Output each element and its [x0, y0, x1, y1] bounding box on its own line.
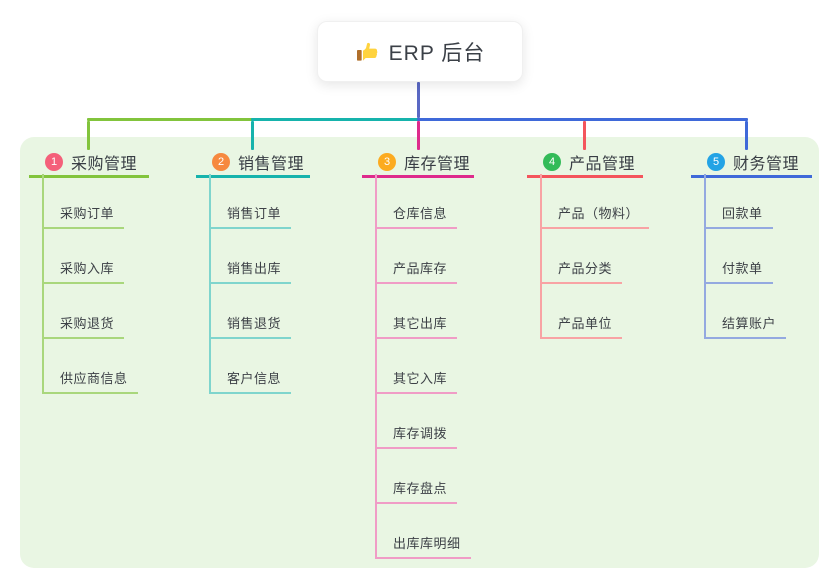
- child-topic[interactable]: 库存调拨: [377, 423, 458, 449]
- branch-title-1[interactable]: 1 采购管理: [29, 148, 149, 178]
- branch-number-badge: 3: [378, 152, 396, 171]
- child-row: 产品分类: [542, 229, 649, 284]
- branch-drop-line: [87, 121, 90, 150]
- child-topic[interactable]: 付款单: [706, 258, 773, 284]
- branch-drop-line: [251, 121, 254, 150]
- child-topic[interactable]: 产品库存: [377, 258, 458, 284]
- bus-line-blue: [417, 118, 748, 121]
- branch-drop-line: [745, 121, 748, 150]
- branch-label: 产品管理: [569, 155, 636, 173]
- child-row: 其它入库: [377, 339, 471, 394]
- branch-children-4: 产品（物料） 产品分类产品单位: [540, 174, 650, 339]
- root-title: ERP 后台: [388, 41, 486, 65]
- child-topic[interactable]: 销售订单: [211, 203, 292, 229]
- branch-number-badge: 1: [45, 152, 63, 171]
- branch-number-badge: 5: [707, 152, 725, 171]
- child-row: 其它出库: [377, 284, 471, 339]
- child-topic[interactable]: 销售出库: [211, 258, 292, 284]
- branch-children-1: 采购订单采购入库采购退货供应商信息: [42, 174, 138, 394]
- child-row: 销售订单: [211, 174, 292, 229]
- child-topic[interactable]: 其它出库: [377, 313, 458, 339]
- branch-number-badge: 4: [543, 152, 561, 171]
- child-topic[interactable]: 其它入库: [377, 368, 458, 394]
- child-topic[interactable]: 产品分类: [542, 258, 623, 284]
- branch-label: 销售管理: [238, 155, 305, 173]
- branch-title-2[interactable]: 2 销售管理: [196, 148, 310, 178]
- branch-children-2: 销售订单销售出库销售退货客户信息: [209, 174, 292, 394]
- child-topic[interactable]: 出库库明细: [377, 533, 471, 559]
- bus-line-teal: [251, 118, 420, 121]
- child-topic[interactable]: 仓库信息: [377, 203, 458, 229]
- child-topic[interactable]: 回款单: [706, 203, 773, 229]
- branch-title-5[interactable]: 5 财务管理: [691, 148, 812, 178]
- child-row: 采购退货: [44, 284, 138, 339]
- child-row: 仓库信息: [377, 174, 471, 229]
- child-row: 采购订单: [44, 174, 138, 229]
- branch-drop-line: [583, 121, 586, 150]
- root-stem-line: [417, 82, 420, 118]
- child-topic[interactable]: 采购入库: [44, 258, 125, 284]
- child-row: 出库库明细: [377, 504, 471, 559]
- child-row: 供应商信息: [44, 339, 138, 394]
- child-row: 结算账户: [706, 284, 787, 339]
- child-row: 客户信息: [211, 339, 292, 394]
- branch-children-5: 回款单付款单结算账户: [704, 174, 787, 339]
- child-topic[interactable]: 产品（物料）: [542, 203, 650, 229]
- branch-children-3: 仓库信息产品库存其它出库其它入库库存调拨库存盘点出库库明细: [375, 174, 471, 559]
- branch-drop-line: [417, 121, 420, 150]
- child-topic[interactable]: 采购退货: [44, 313, 125, 339]
- child-row: 采购入库: [44, 229, 138, 284]
- child-topic[interactable]: 销售退货: [211, 313, 292, 339]
- child-row: 回款单: [706, 174, 786, 229]
- child-row: 库存调拨: [377, 394, 471, 449]
- child-row: 产品单位: [542, 284, 649, 339]
- branch-label: 采购管理: [71, 155, 138, 173]
- child-row: 销售出库: [211, 229, 292, 284]
- root-node[interactable]: ERP 后台: [317, 21, 523, 82]
- child-row: 产品（物料）: [542, 174, 650, 229]
- child-topic[interactable]: 供应商信息: [44, 368, 138, 394]
- child-topic[interactable]: 结算账户: [706, 313, 787, 339]
- branch-label: 库存管理: [404, 155, 471, 173]
- thumbs-up-icon: [355, 40, 379, 64]
- child-topic[interactable]: 库存盘点: [377, 478, 458, 504]
- child-topic[interactable]: 采购订单: [44, 203, 125, 229]
- canvas-panel: [20, 137, 819, 568]
- bus-line-green: [87, 118, 254, 121]
- child-topic[interactable]: 产品单位: [542, 313, 623, 339]
- child-row: 库存盘点: [377, 449, 471, 504]
- child-row: 付款单: [706, 229, 786, 284]
- child-row: 产品库存: [377, 229, 471, 284]
- branch-label: 财务管理: [733, 155, 800, 173]
- child-row: 销售退货: [211, 284, 292, 339]
- branch-title-4[interactable]: 4 产品管理: [527, 148, 643, 178]
- branch-title-3[interactable]: 3 库存管理: [362, 148, 474, 178]
- child-topic[interactable]: 客户信息: [211, 368, 292, 394]
- branch-number-badge: 2: [212, 152, 230, 171]
